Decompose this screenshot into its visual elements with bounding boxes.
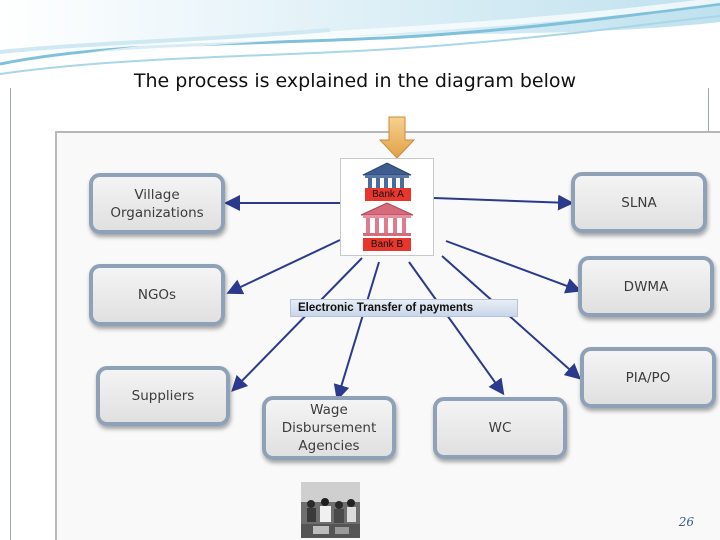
bank-box: Bank A Bank B xyxy=(340,158,434,256)
node-pia-po: PIA/PO xyxy=(580,347,716,408)
node-wc: WC xyxy=(433,397,567,459)
node-ngos-label: NGOs xyxy=(137,287,177,303)
header-wave-decoration xyxy=(0,0,720,90)
node-wage-disbursement-agencies: Wage Disbursement Agencies xyxy=(262,396,396,460)
page-title-text: The process is explained in the diagram … xyxy=(133,70,577,92)
frame-line-left xyxy=(10,88,11,540)
node-dwma: DWMA xyxy=(578,256,714,317)
node-pia-label: PIA/PO xyxy=(625,369,671,386)
node-slna-label: SLNA xyxy=(621,194,657,211)
node-wc-label: WC xyxy=(488,420,512,436)
node-ngos: NGOs xyxy=(89,264,225,326)
bank-b-label: Bank B xyxy=(363,238,411,251)
workers-photo xyxy=(301,482,360,538)
electronic-transfer-label: Electronic Transfer of payments xyxy=(290,299,518,317)
slide-number: 26 xyxy=(678,515,694,529)
node-wage-label: Wage Disbursement Agencies xyxy=(281,402,377,454)
node-dwma-label: DWMA xyxy=(623,278,669,295)
node-village-organizations: Village Organizations xyxy=(89,173,225,234)
node-village-label: Village Organizations xyxy=(110,186,204,221)
bank-building-icon xyxy=(360,162,414,236)
node-slna: SLNA xyxy=(571,172,707,233)
node-suppliers-label: Suppliers xyxy=(131,388,195,404)
node-suppliers: Suppliers xyxy=(96,366,230,426)
bank-a-label: Bank A xyxy=(365,188,411,201)
page-title: The process is explained in the diagram … xyxy=(0,70,720,92)
